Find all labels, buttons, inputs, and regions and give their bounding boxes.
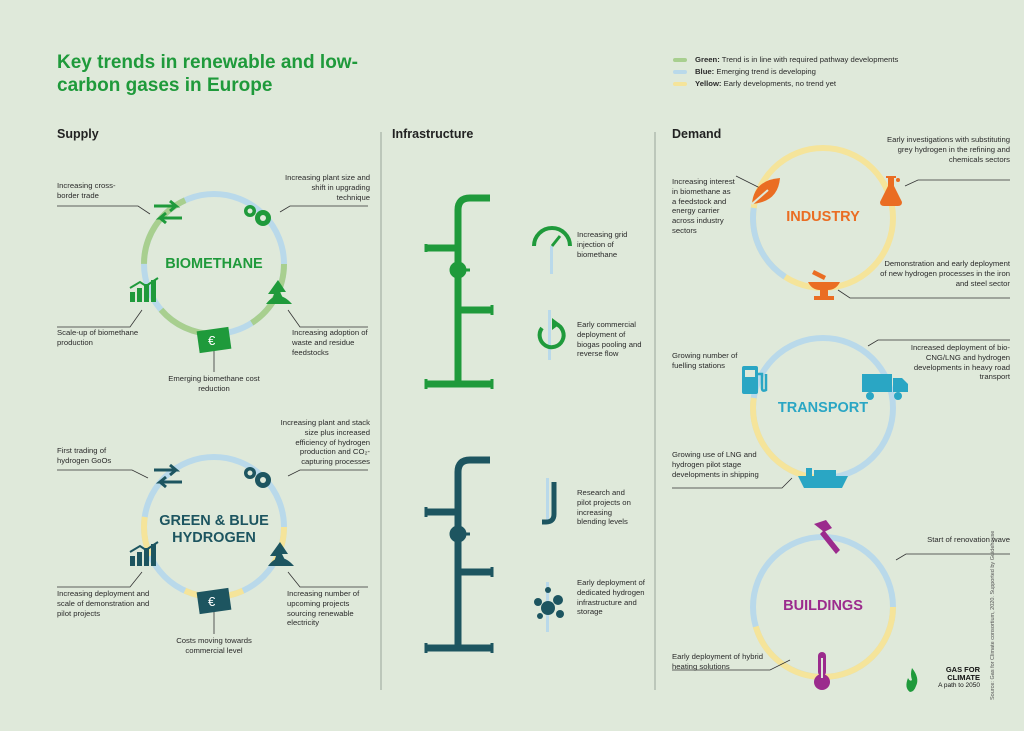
reverse-flow-icon <box>537 310 566 360</box>
gears-icon <box>244 205 271 226</box>
infrastructure-heading: Infrastructure <box>392 127 474 141</box>
label-h2-costs: Costs moving towards commercial level <box>176 636 252 655</box>
dark-pipeline <box>424 456 494 653</box>
label-heavy-road: Increased deployment of bio-CNG/LNG and … <box>910 343 1010 382</box>
ship-icon <box>798 468 848 488</box>
label-grid-injection: Increasing grid injection of biomethane <box>577 230 628 259</box>
label-renovation-wave: Start of renovation wave <box>927 535 1010 544</box>
gauge-icon <box>532 226 572 274</box>
label-h2-deployment: Increasing deployment and scale of demon… <box>57 589 150 618</box>
thermometer-icon <box>814 652 830 690</box>
label-plant-size: Increasing plant size and shift in upgra… <box>284 173 370 202</box>
biomethane-title: BIOMETHANE <box>165 256 263 272</box>
transport-leaders <box>672 339 1010 489</box>
svg-text:€: € <box>208 333 216 348</box>
fuel-pump-icon <box>742 366 768 394</box>
label-scale-up: Scale-up of biomethane production <box>57 328 139 347</box>
legend-swatch-green <box>673 58 687 62</box>
green-pipeline <box>424 194 494 389</box>
h2-recycle-leaf-icon <box>268 542 294 566</box>
label-shipping: Growing use of LNG and hydrogen pilot st… <box>672 450 759 479</box>
label-upcoming-projects: Increasing number of upcoming projects s… <box>287 589 360 628</box>
h2-gears-icon <box>244 467 271 488</box>
label-industry-interest: Increasing interest in biomethane as a f… <box>672 177 735 235</box>
label-grey-hydrogen: Early investigations with substituting g… <box>886 135 1010 164</box>
swap-arrows-icon <box>154 199 182 225</box>
recycle-leaf-icon <box>266 280 292 304</box>
gas-for-climate-logo-icon <box>906 668 918 692</box>
demand-heading: Demand <box>672 127 722 141</box>
label-cross-border-trade: Increasing cross-border trade <box>57 181 116 200</box>
h2-euro-banknote-icon: € <box>196 587 232 615</box>
h2-growth-chart-icon <box>129 541 159 566</box>
label-plant-stack-size: Increasing plant and stack size plus inc… <box>280 418 370 467</box>
industry-leaders <box>735 175 1010 299</box>
legend-swatch-yellow <box>673 82 687 86</box>
hammer-icon <box>814 520 840 554</box>
supply-heading: Supply <box>57 127 99 141</box>
transport-title: TRANSPORT <box>777 400 869 416</box>
label-cost-reduction: Emerging biomethane cost reduction <box>168 374 260 393</box>
blending-pipe-icon <box>542 478 557 525</box>
label-waste-feedstocks: Increasing adoption of waste and residue… <box>292 328 368 357</box>
flask-icon <box>880 176 902 206</box>
legend-swatch-blue <box>673 70 687 74</box>
leaf-icon <box>751 178 780 205</box>
h2-swap-arrows-icon <box>154 463 182 489</box>
label-biogas-pooling: Early commercial deployment of biogas po… <box>577 320 642 359</box>
growth-chart-icon <box>129 277 159 302</box>
svg-text:€: € <box>208 594 216 609</box>
euro-banknote-icon: € <box>196 326 232 354</box>
label-h2-infrastructure: Early deployment of dedicated hydrogen i… <box>577 578 645 617</box>
label-fuelling-stations: Growing number of fuelling stations <box>672 351 738 370</box>
label-iron-steel: Demonstration and early deployment of ne… <box>880 259 1010 288</box>
hydrogen-title: GREEN & BLUE HYDROGEN <box>159 513 269 546</box>
biomethane-leaders <box>57 205 368 372</box>
hydrogen-leaders <box>57 469 368 634</box>
buildings-leaders <box>672 553 1010 671</box>
label-blending-levels: Research and pilot projects on increasin… <box>577 488 631 527</box>
buildings-title: BUILDINGS <box>783 598 863 614</box>
label-hydrogen-goos: First trading of hydrogen GoOs <box>57 446 112 465</box>
source-note: Source: Gas for Climate consortium, 2020… <box>990 530 996 700</box>
hydrogen-molecules-icon <box>534 582 564 632</box>
anvil-hammer-icon <box>808 270 840 300</box>
gas-for-climate-logo: GAS FOR CLIMATE A path to 2050 <box>938 665 980 690</box>
label-hybrid-heating: Early deployment of hybrid heating solut… <box>672 652 764 671</box>
industry-title: INDUSTRY <box>786 209 860 225</box>
page-title: Key trends in renewable and low-carbon g… <box>57 52 358 96</box>
truck-icon <box>862 374 908 400</box>
